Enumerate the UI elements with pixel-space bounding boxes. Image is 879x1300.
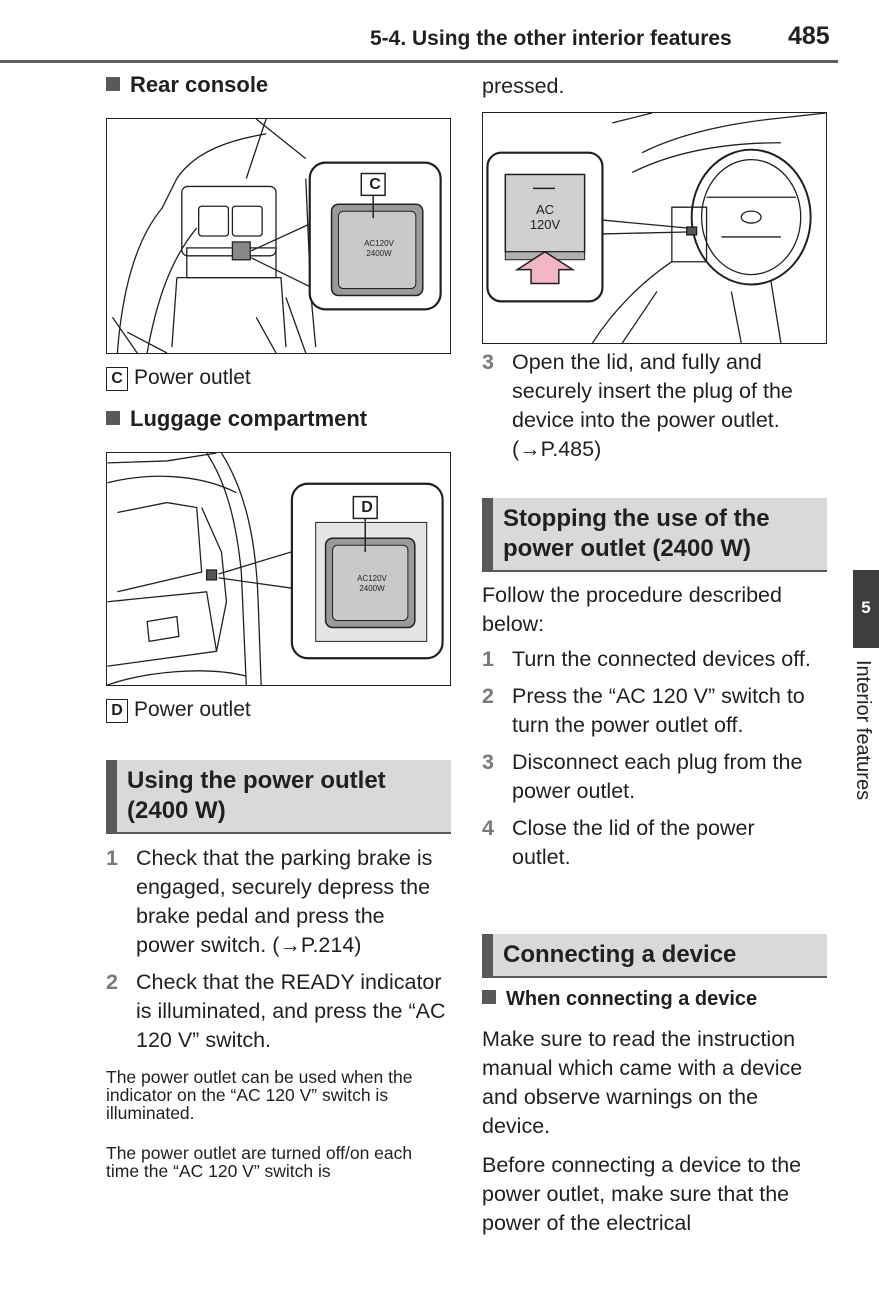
luggage-figure: D AC120V 2400W [106,452,451,686]
header-rule [0,60,838,63]
connecting-para-1: Make sure to read the instruction manual… [482,1027,803,1138]
connecting-para-2: Before connecting a device to the power … [482,1153,802,1235]
continued-text: pressed. [482,74,565,98]
square-bullet-icon [482,990,496,1004]
note-text: The power outlet are turned off/on each … [106,1143,413,1181]
outlet-label: AC120V 2400W [357,574,387,593]
section-title: 5-4. Using the other interior features [370,27,732,50]
ac-switch-figure: AC 120V [482,112,827,344]
section-heading-connecting: Connecting a device [482,934,827,978]
page-number: 485 [788,22,830,50]
stopping-intro: Follow the procedure described below: [482,583,782,636]
callout-c-tag: C [106,367,128,391]
callout-d-tag: D [106,699,128,723]
ac-switch-label: AC 120V [529,202,561,232]
section-heading-stopping: Stopping the use of the power outlet (24… [482,498,827,572]
square-bullet-icon [106,411,120,425]
rear-console-heading: Rear console [106,72,268,98]
callout-d: D [361,499,373,516]
luggage-heading: Luggage compartment [106,406,367,432]
rear-console-figure: C AC120V 2400W [106,118,451,354]
section-heading-using: Using the power outlet (2400 W) [106,760,451,834]
outlet-label: AC120V 2400W [364,239,394,258]
note-text: The power outlet can be used when the in… [106,1067,413,1123]
chapter-tab: 5 [853,570,879,648]
callout-c: C [369,176,381,193]
chapter-label: Interior features [852,660,874,801]
connecting-subheading: When connecting a device [482,988,757,1011]
square-bullet-icon [106,77,120,91]
